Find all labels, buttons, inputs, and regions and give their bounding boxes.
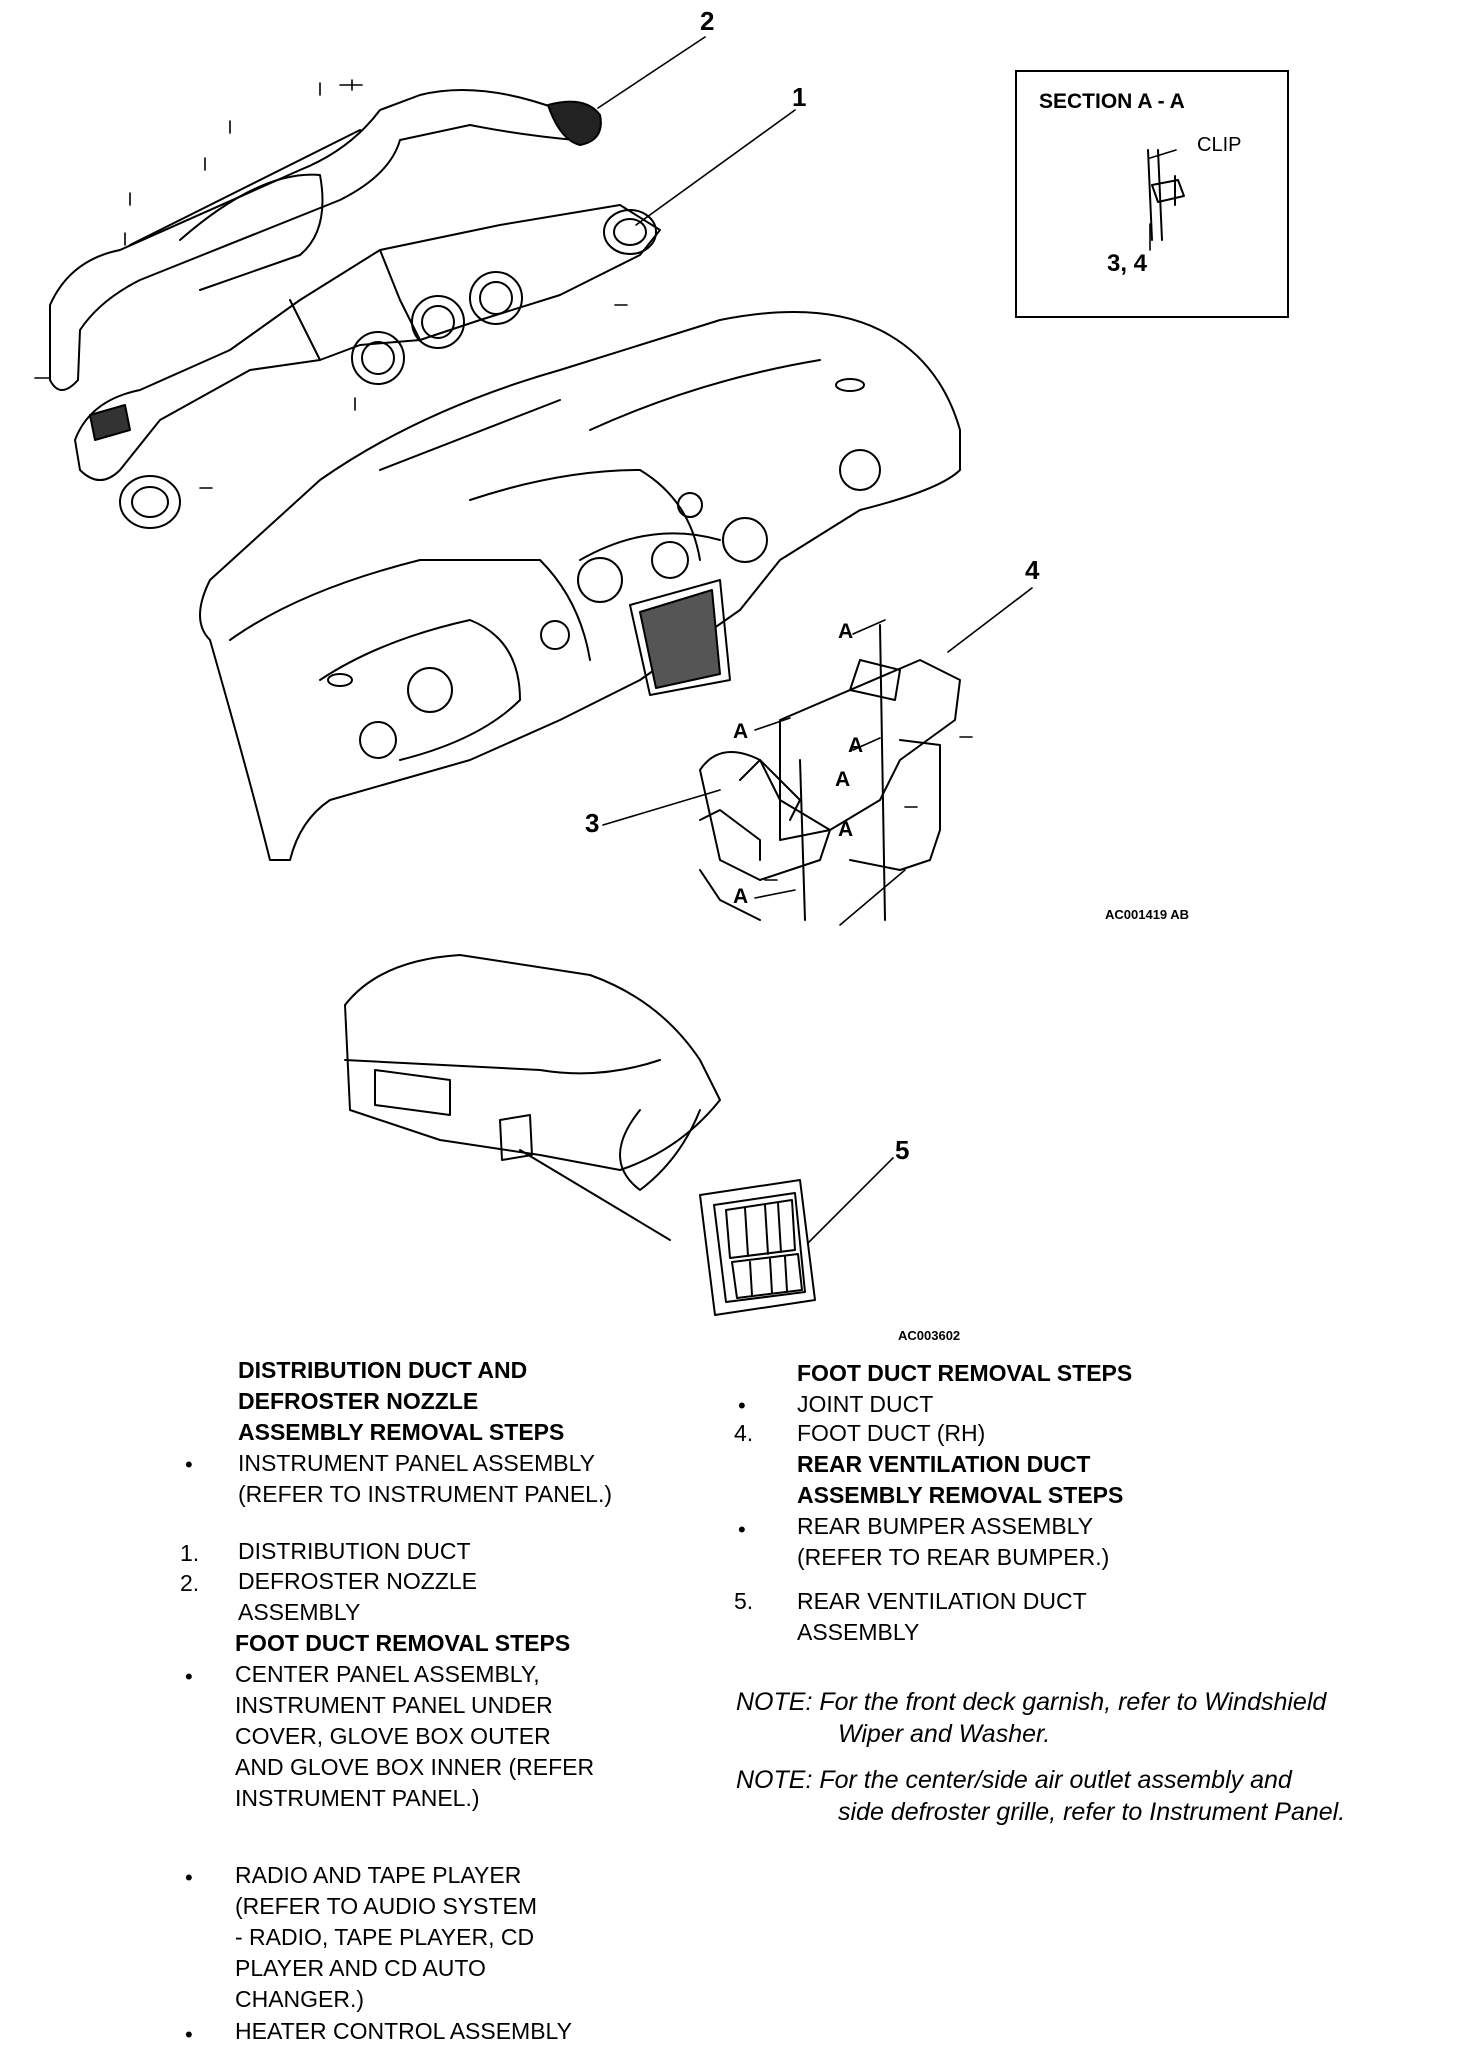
leader-lines: [597, 36, 1177, 1244]
screws-drawing: [34, 79, 973, 881]
callout-3: 3: [585, 808, 600, 838]
step-rear-vent-duct-2: ASSEMBLY: [797, 1619, 920, 1645]
step-radio-4: PLAYER AND CD AUTO: [235, 1955, 486, 1981]
step-rear-vent-duct-1: REAR VENTILATION DUCT: [797, 1588, 1087, 1614]
section-aa-clip-label: CLIP: [1197, 134, 1242, 156]
foot-duct-drawing: [699, 624, 961, 921]
heading-rear-vent-2: ASSEMBLY REMOVAL STEPS: [797, 1482, 1124, 1508]
figure-code-top: AC001419 AB: [1105, 907, 1190, 922]
section-label-a-5: A: [733, 720, 749, 743]
rear-body-drawing: [344, 954, 721, 1241]
callout-5: 5: [895, 1135, 910, 1165]
heading-distribution-duct-2: DEFROSTER NOZZLE: [238, 1388, 479, 1414]
step-radio-1: RADIO AND TAPE PLAYER: [235, 1862, 522, 1888]
section-label-a-6: A: [733, 885, 749, 908]
step-number-2: 2.: [180, 1570, 200, 1596]
step-number-4: 4.: [734, 1420, 754, 1446]
heading-distribution-duct-1: DISTRIBUTION DUCT AND: [238, 1357, 528, 1383]
step-number-1: 1.: [180, 1540, 200, 1566]
heading-distribution-duct-3: ASSEMBLY REMOVAL STEPS: [238, 1419, 565, 1445]
step-radio-3: - RADIO, TAPE PLAYER, CD: [235, 1924, 535, 1950]
note-front-deck-1: NOTE: For the front deck garnish, refer …: [736, 1688, 1327, 1716]
section-aa-inset: SECTION A - A CLIP 3, 4: [1015, 70, 1289, 318]
bullet: •: [185, 1452, 193, 1477]
step-center-panel-1: CENTER PANEL ASSEMBLY,: [235, 1661, 540, 1687]
step-rear-bumper-2: (REFER TO REAR BUMPER.): [797, 1544, 1110, 1570]
step-radio-2: (REFER TO AUDIO SYSTEM: [235, 1893, 538, 1919]
note-front-deck-2: Wiper and Washer.: [838, 1720, 1051, 1748]
section-clip-drawing: [1147, 149, 1185, 241]
section-aa-title: SECTION A - A: [1039, 90, 1185, 113]
step-number-5: 5.: [734, 1588, 754, 1614]
figure-code-bottom: AC003602: [898, 1328, 961, 1343]
bullet: •: [185, 1865, 193, 1890]
section-label-a-1: A: [838, 620, 854, 643]
heading-foot-duct-right: FOOT DUCT REMOVAL STEPS: [797, 1360, 1133, 1386]
step-defroster-nozzle-1: DEFROSTER NOZZLE: [238, 1568, 477, 1594]
rear-vent-duct-drawing: [699, 1179, 816, 1316]
note-air-outlet-1: NOTE: For the center/side air outlet ass…: [736, 1766, 1292, 1794]
step-foot-duct-rh: FOOT DUCT (RH): [797, 1420, 986, 1446]
step-heater-control: HEATER CONTROL ASSEMBLY: [235, 2018, 572, 2044]
note-air-outlet-2: side defroster grille, refer to Instrume…: [838, 1798, 1346, 1826]
bullet: •: [185, 1664, 193, 1689]
step-instrument-panel-1: INSTRUMENT PANEL ASSEMBLY: [238, 1450, 596, 1476]
step-distribution-duct: DISTRIBUTION DUCT: [238, 1538, 471, 1564]
defroster-nozzle-drawing: [49, 89, 602, 391]
heading-rear-vent-1: REAR VENTILATION DUCT: [797, 1451, 1091, 1477]
bullet: •: [738, 1517, 746, 1542]
bullet: •: [185, 2022, 193, 2047]
heading-foot-duct-left: FOOT DUCT REMOVAL STEPS: [235, 1630, 571, 1656]
section-aa-part-numbers: 3, 4: [1107, 250, 1148, 277]
step-defroster-nozzle-2: ASSEMBLY: [238, 1599, 361, 1625]
exploded-view-illustration: [34, 36, 1185, 1316]
step-joint-duct: JOINT DUCT: [797, 1391, 934, 1417]
step-center-panel-2: INSTRUMENT PANEL UNDER: [235, 1692, 553, 1718]
step-center-panel-4: AND GLOVE BOX INNER (REFER: [235, 1754, 595, 1780]
callout-2: 2: [700, 6, 715, 36]
distribution-duct-drawing: [74, 204, 661, 529]
section-label-a-4: A: [838, 818, 854, 841]
step-center-panel-5: INSTRUMENT PANEL.): [235, 1785, 480, 1811]
callout-4: 4: [1025, 555, 1040, 585]
callout-1: 1: [792, 82, 807, 112]
section-label-a-3: A: [835, 768, 851, 791]
step-radio-5: CHANGER.): [235, 1986, 365, 2012]
step-center-panel-3: COVER, GLOVE BOX OUTER: [235, 1723, 551, 1749]
bullet: •: [738, 1393, 746, 1418]
step-instrument-panel-2: (REFER TO INSTRUMENT PANEL.): [238, 1481, 613, 1507]
step-rear-bumper-1: REAR BUMPER ASSEMBLY: [797, 1513, 1094, 1539]
section-label-a-2: A: [848, 734, 864, 757]
instrument-panel-drawing: [199, 311, 961, 861]
